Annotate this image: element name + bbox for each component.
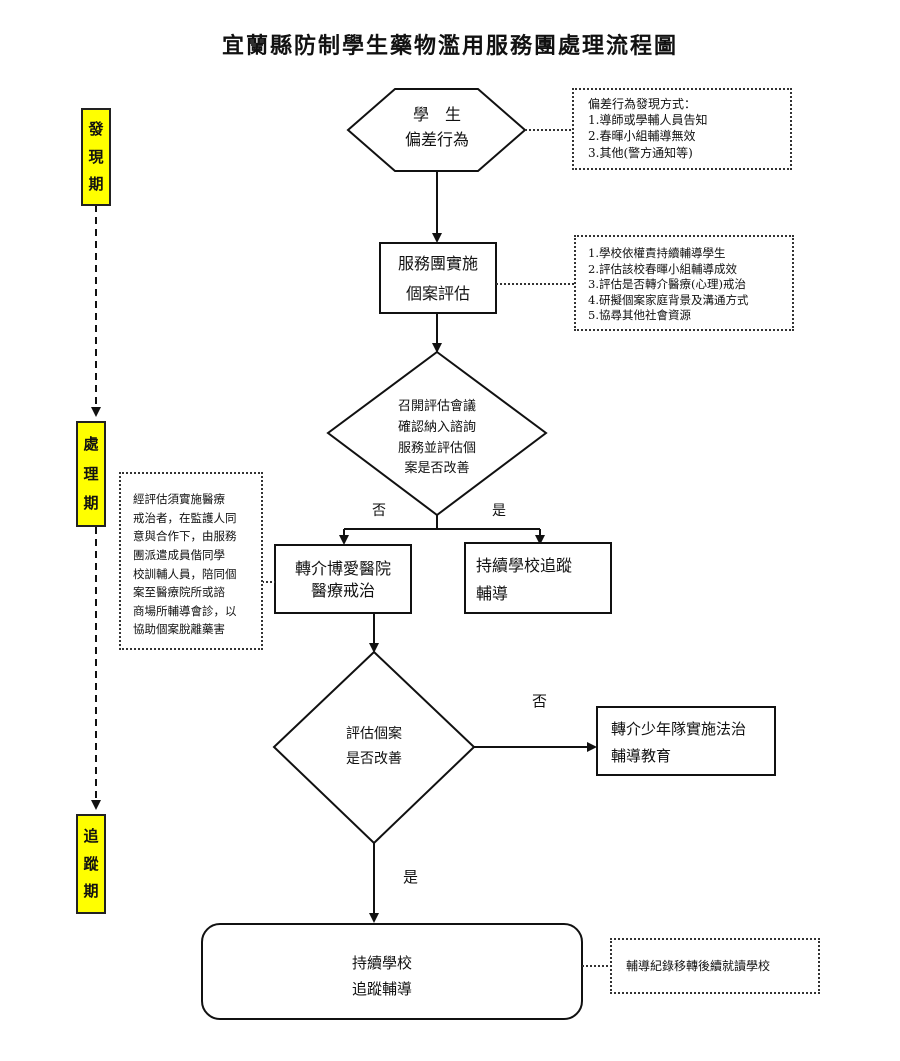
phase-char: 發 [88,120,104,139]
phase-char: 期 [83,882,99,901]
phase-char: 理 [83,464,99,483]
decision2-yes-label: 是 [403,868,419,886]
note-transfer-record: 輔導紀錄移轉後續就讀學校 [610,938,820,994]
end-rounded-box [201,923,583,1020]
decision1-yes-label: 是 [492,503,506,519]
phase-char: 處 [83,435,99,454]
note-assessment-items: 1.學校依權責持續輔導學生 2.評估該校春暉小組輔導成效 3.評估是否轉介醫療(… [574,235,794,331]
school-follow-node-text: 持續學校追蹤 輔導 [476,556,573,603]
phase-char: 蹤 [83,854,99,873]
school-follow-box [464,542,612,614]
page-title: 宜蘭縣防制學生藥物濫用服務團處理流程圖 [221,33,678,59]
end-node-text: 持續學校 追蹤輔導 [351,954,412,999]
note-medical-detox: 經評估須實施醫療 戒治者，在監護人同 意與合作下，由服務 團派遣成員偕同學 校訓… [119,472,263,650]
phase-char: 追 [83,826,99,845]
decision1-node-text: 召開評估會議 確認納入諮詢 服務並評估個 案是否改善 [397,399,476,477]
phase-tracking: 追 蹤 期 [76,814,106,914]
hospital-node-text: 轉介博愛醫院 醫療戒治 [294,559,391,600]
phase-char: 現 [88,147,104,166]
assessment-node-text: 服務團實施 個案評估 [397,254,478,303]
hospital-box [274,544,412,614]
phase-handling: 處 理 期 [76,421,106,527]
start-node-text: 學 生 偏差行為 [404,105,469,149]
decision2-no-label: 否 [532,692,548,710]
assessment-box [379,242,497,314]
phase-char: 期 [83,493,99,512]
decision2-node-text: 評估個案 是否改善 [346,726,402,768]
phase-discovery: 發 現 期 [81,108,111,206]
juvenile-node-text: 轉介少年隊實施法治 輔導教育 [611,720,747,765]
decision1-no-label: 否 [372,503,386,519]
phase-char: 期 [88,174,104,193]
juvenile-box [596,706,776,776]
note-discovery-methods: 偏差行為發現方式： 1.導師或學輔人員告知 2.春暉小組輔導無效 3.其他(警方… [572,88,792,170]
